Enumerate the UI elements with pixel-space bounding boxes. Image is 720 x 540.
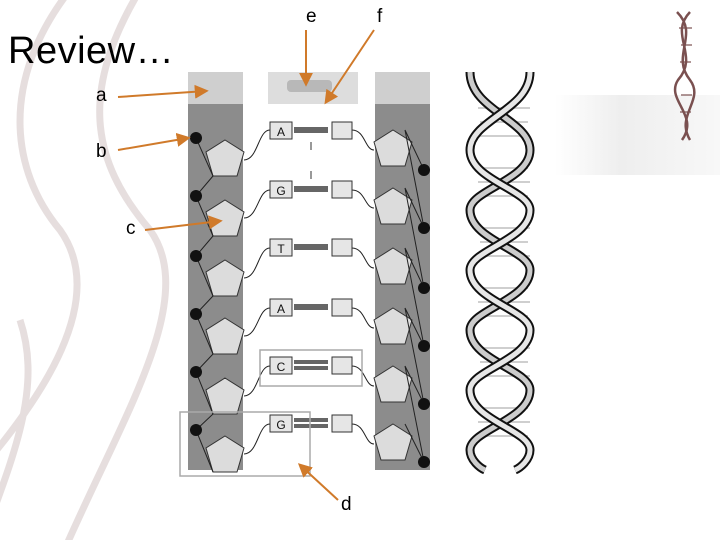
base-letter: C <box>277 360 286 374</box>
base-box-right <box>331 356 353 375</box>
base-box-right <box>331 414 353 433</box>
sugar-pentagon <box>373 365 413 403</box>
label-e: e <box>306 6 317 27</box>
sugar-pentagon <box>373 129 413 167</box>
base-box-left <box>269 414 293 433</box>
base-box-left <box>269 356 293 375</box>
slide-title: Review… <box>8 30 175 72</box>
phosphate-dot <box>190 366 202 378</box>
hydrogen-bond <box>294 127 328 133</box>
background-dna-helix <box>0 0 170 540</box>
base-box-right <box>331 298 353 317</box>
left-backbone-strand <box>188 72 245 473</box>
sugar-pentagon <box>373 307 413 345</box>
arrow-d <box>297 463 339 501</box>
base-box-right <box>331 180 353 199</box>
sugar-pentagon <box>373 423 413 461</box>
sugar-pentagon <box>205 435 245 473</box>
helix-strand <box>467 71 533 473</box>
hydrogen-bond <box>294 186 328 192</box>
helix-strand <box>467 71 533 473</box>
hydrogen-bond <box>294 304 328 310</box>
phosphate-dot <box>418 164 430 176</box>
phosphate-dot <box>418 398 430 410</box>
base-box-left <box>269 298 293 317</box>
label-d: d <box>341 494 352 515</box>
base-box-right <box>331 238 353 257</box>
label-b: b <box>96 141 107 162</box>
phosphate-dot <box>418 222 430 234</box>
base-box-left <box>269 180 293 199</box>
highlight-box-cg-pair <box>259 349 363 387</box>
base-letter: A <box>277 125 285 139</box>
hydrogen-bond <box>294 418 328 422</box>
base-box-left <box>269 238 293 257</box>
phosphate-dot <box>190 308 202 320</box>
sugar-pentagon <box>205 317 245 355</box>
arrow-f <box>324 29 375 105</box>
arrow-b <box>117 132 191 151</box>
sugar-pentagon <box>205 139 245 177</box>
phosphate-dot <box>190 250 202 262</box>
nucleotide-highlight-box <box>179 411 311 477</box>
label-a: a <box>96 85 107 106</box>
arrow-a <box>117 84 209 99</box>
hydrogen-bond <box>294 366 328 370</box>
label-c: c <box>126 218 136 239</box>
backbone-line <box>404 129 425 463</box>
base-box-right <box>331 121 353 140</box>
hydrogen-bond <box>294 424 328 428</box>
right-backbone-strand <box>373 72 430 470</box>
phosphate-dot <box>190 424 202 436</box>
sugar-pentagon <box>373 187 413 225</box>
label-f: f <box>377 6 383 27</box>
left-strand-cap <box>188 72 243 104</box>
sugar-pentagon <box>373 247 413 285</box>
base-box-left <box>269 121 293 140</box>
sugar-pentagon <box>205 377 245 415</box>
phosphate-dot <box>418 282 430 294</box>
base-letter: G <box>276 184 285 198</box>
base-pairs: A G T A C G <box>243 121 375 455</box>
phosphate-dot <box>190 190 202 202</box>
right-strand-cap <box>375 72 430 104</box>
base-letter: A <box>277 302 285 316</box>
dna-helix-icon <box>673 11 696 141</box>
header-band <box>555 95 720 175</box>
hydrogen-bond <box>294 360 328 364</box>
phosphate-dot <box>190 132 202 144</box>
base-letter: G <box>276 418 285 432</box>
phosphate-dot <box>418 340 430 352</box>
arrow-c <box>144 215 223 231</box>
header-smudge <box>287 80 332 92</box>
phosphate-dot <box>418 456 430 468</box>
base-letter: T <box>277 242 285 256</box>
double-helix-illustration <box>465 71 535 475</box>
annotation-arrows <box>117 29 375 501</box>
hydrogen-bond <box>294 244 328 250</box>
sugar-pentagon <box>205 259 245 297</box>
